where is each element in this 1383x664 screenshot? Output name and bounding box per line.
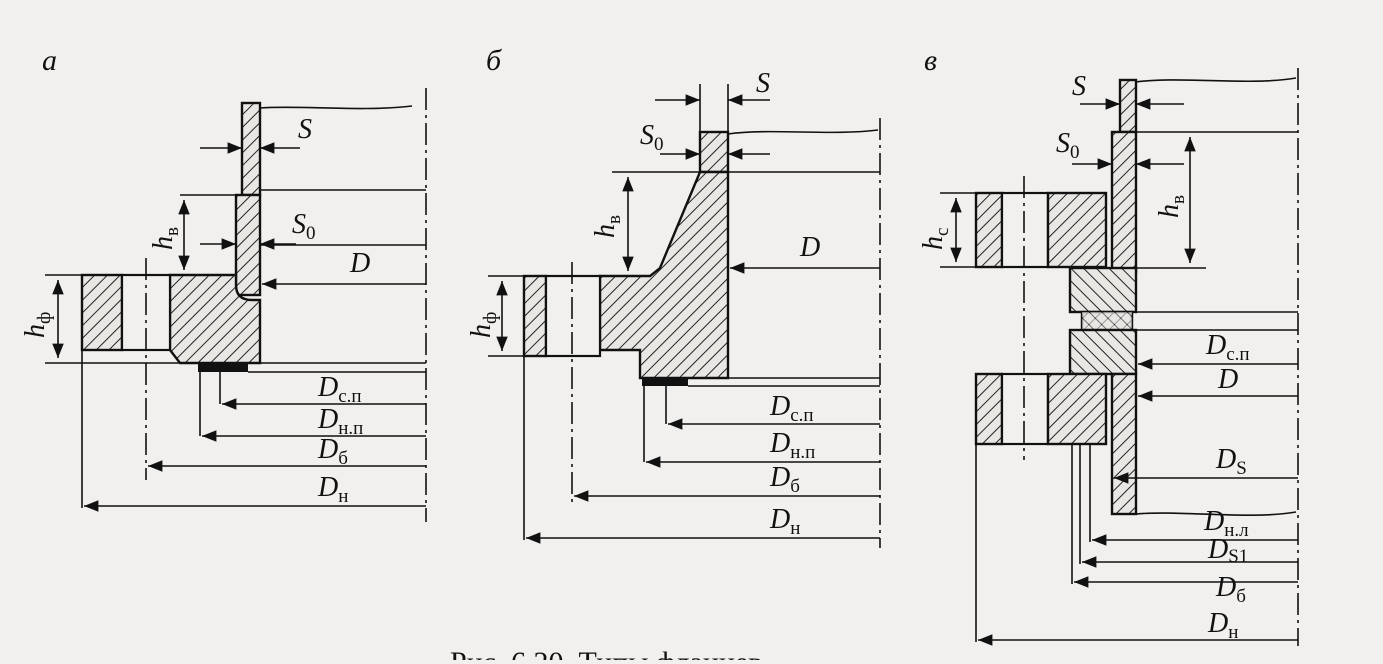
panel-c-letter: в [924,44,937,77]
label-hf-b: hф [466,312,501,338]
label-Dsp-c: Dс.п [1205,330,1250,365]
label-D-a: D [349,248,370,279]
collar-lower-c [1068,328,1138,376]
label-D-c: D [1217,364,1238,395]
lower-bolt-hole-c [1000,372,1050,446]
pipe-break-c-bottom [1135,511,1297,517]
pipe-break-c-top [1135,77,1297,83]
upper-ring-rim-c [974,191,1004,269]
label-Dn-b: Dн [769,504,800,539]
flange-rim-a [80,273,124,352]
label-Db-a: Dб [317,434,348,469]
collar-upper-c [1068,266,1138,314]
label-hf-a: hф [20,312,55,338]
hub-c-lower [1110,372,1138,516]
gasket-b [642,378,688,386]
label-S-b: S [756,68,770,99]
lower-ring-rim-c [974,372,1004,446]
label-S0-b: S0 [640,120,664,155]
pipe-wall-a [240,101,262,197]
label-S-a: S [298,114,312,145]
label-D-b: D [799,232,820,263]
hub-a [234,193,262,297]
pipe-break-a [259,105,413,110]
label-S-c: S [1072,71,1086,102]
label-hc-c: hс [918,228,953,250]
label-hv-b: hв [590,215,625,238]
label-DS-c: DS [1215,444,1247,479]
label-Db-c: Dб [1215,572,1246,607]
upper-ring-body-c [1046,191,1108,269]
panel-b-letter: б [486,44,502,77]
label-S0-c: S0 [1056,128,1080,163]
gasket-a [198,363,248,372]
label-Dsp-a: Dс.п [317,372,362,407]
pipe-wall-c [1118,78,1138,134]
bolt-hole-b [544,274,602,358]
pipe-wall-b [698,130,730,174]
label-hv-a: hв [148,227,183,250]
label-S0-a: S0 [292,209,316,244]
hub-c-upper [1110,130,1138,274]
figure-caption: Рис. 6.20. Типы фланцев [450,646,762,660]
panel-a: а S S0 hв hф [20,44,427,522]
label-Db-b: Dб [769,462,800,497]
label-Dnp-a: Dн.п [317,404,363,439]
panel-a-letter: а [42,44,57,77]
label-Dnp-b: Dн.п [769,428,815,463]
label-Dsp-b: Dс.п [769,391,814,426]
label-Dn-c: Dн [1207,608,1238,643]
panel-b: б S S0 hв hф D [466,44,881,548]
panel-c: в S S0 [918,44,1299,646]
label-hv-c: hв [1154,195,1189,218]
conical-hub-b [598,170,730,380]
flange-rim-b [522,274,548,358]
lower-ring-body-c [1046,372,1108,446]
upper-bolt-hole-c [1000,191,1050,269]
label-Dn-a: Dн [317,472,348,507]
pipe-break-b [727,129,879,135]
label-Dnl-c: Dн.л [1203,506,1249,541]
label-DS1-c: DS1 [1207,534,1248,567]
